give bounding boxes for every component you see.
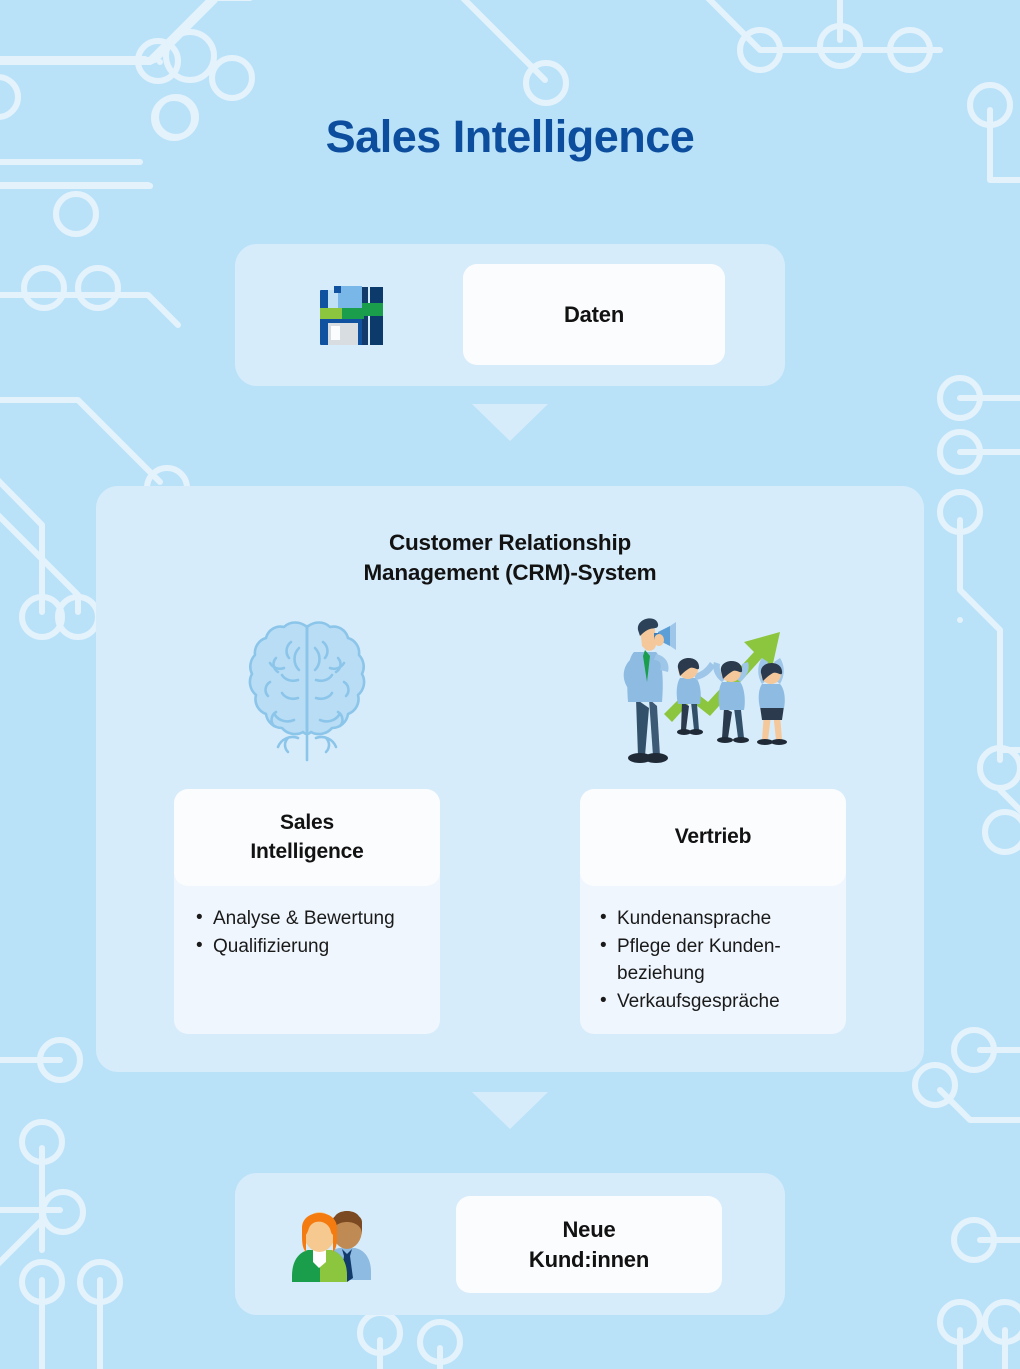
card-vertrieb[interactable]: Vertrieb Kundenansprache Pflege der Kund… <box>580 789 846 1034</box>
card-vertrieb-title-line1: Vertrieb <box>674 825 752 849</box>
crm-title-line1: Customer Relationship <box>388 530 632 555</box>
card-sales-intelligence[interactable]: Sales Intelligence Analyse & Bewertung Q… <box>174 789 440 1034</box>
list-item: Verkaufsgespräche <box>600 988 832 1016</box>
neue-kundinnen-label-card[interactable]: Neue Kund:innen <box>456 1196 722 1293</box>
list-item: Qualifizierung <box>196 933 426 961</box>
sales-team-growth-illustration <box>623 618 787 763</box>
neue-kundinnen-label-line1: Neue <box>562 1217 616 1243</box>
list-item: Kundenansprache <box>600 905 832 933</box>
card-sales-intelligence-list: Analyse & Bewertung Qualifizierung <box>174 886 440 961</box>
daten-label-card[interactable]: Daten <box>463 264 725 365</box>
card-vertrieb-list: Kundenansprache Pflege der Kunden-bezieh… <box>580 886 846 1016</box>
daten-label: Daten <box>563 301 625 327</box>
crm-title-line2: Management (CRM)-System <box>363 559 657 585</box>
two-users-icon <box>292 1211 371 1282</box>
list-item: Analyse & Bewertung <box>196 905 426 933</box>
card-sales-intelligence-title-line2: Intelligence <box>250 839 364 863</box>
card-vertrieb-header: Vertrieb <box>580 789 846 886</box>
card-sales-intelligence-header: Sales Intelligence <box>174 789 440 886</box>
page-title: Sales Intelligence <box>325 111 695 162</box>
arrow-down-icon-bottom <box>472 1092 548 1129</box>
brain-icon <box>248 621 366 762</box>
neue-kundinnen-label-line2: Kund:innen <box>528 1246 650 1272</box>
card-sales-intelligence-title-line1: Sales <box>280 811 334 835</box>
list-item: Pflege der Kunden-beziehung <box>600 933 832 988</box>
crm-title: Customer Relationship Management (CRM)-S… <box>96 528 924 588</box>
database-floppy-icon <box>320 286 383 345</box>
arrow-down-icon-top <box>472 404 548 441</box>
